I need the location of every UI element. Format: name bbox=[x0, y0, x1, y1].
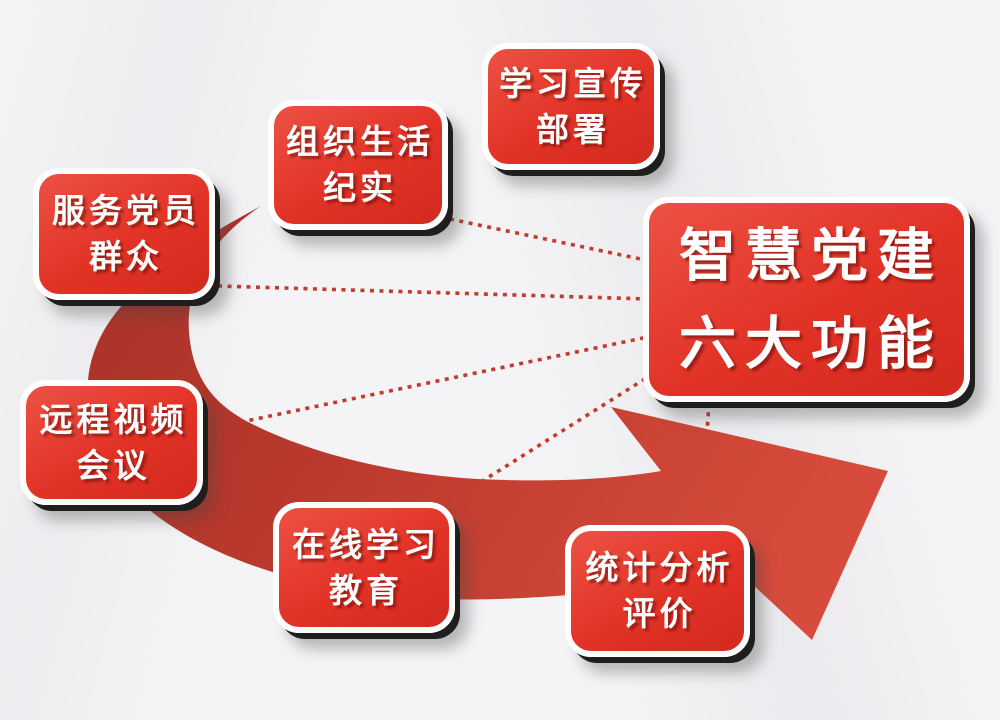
connector-org-life-to-center bbox=[449, 217, 651, 263]
node-serve-party-members-masses: 服务党员 群众 bbox=[33, 168, 215, 300]
center-node-smart-party-building-six-functions: 智慧党建 六大功能 bbox=[643, 197, 970, 402]
connector-online-learning-to-center bbox=[464, 375, 649, 494]
node-label: 教育 bbox=[329, 571, 403, 609]
connector-remote-video-to-center bbox=[202, 335, 649, 432]
node-online-learning-education: 在线学习 教育 bbox=[273, 502, 455, 633]
node-label: 学习宣传 bbox=[499, 64, 647, 102]
node-label: 服务党员 bbox=[52, 192, 200, 229]
node-label: 评价 bbox=[622, 595, 697, 632]
node-label: 群众 bbox=[89, 238, 163, 275]
node-label: 远程视频 bbox=[39, 400, 188, 438]
node-label: 统计分析 bbox=[585, 549, 734, 586]
center-node-label: 智慧党建 bbox=[679, 223, 943, 288]
node-label: 在线学习 bbox=[292, 525, 440, 563]
node-learning-publicity-deployment: 学习宣传 部署 bbox=[482, 43, 660, 170]
node-label: 组织生活 bbox=[286, 123, 434, 160]
node-label: 纪实 bbox=[323, 169, 397, 206]
center-node-label: 六大功能 bbox=[679, 311, 943, 376]
node-org-life-records: 组织生活 纪实 bbox=[268, 100, 448, 230]
node-label: 会议 bbox=[76, 446, 151, 484]
connector-serve-members-to-center bbox=[217, 284, 649, 301]
node-remote-video-conference: 远程视频 会议 bbox=[20, 380, 203, 505]
node-label: 部署 bbox=[536, 110, 610, 148]
node-statistics-analysis-evaluation: 统计分析 评价 bbox=[565, 525, 750, 657]
